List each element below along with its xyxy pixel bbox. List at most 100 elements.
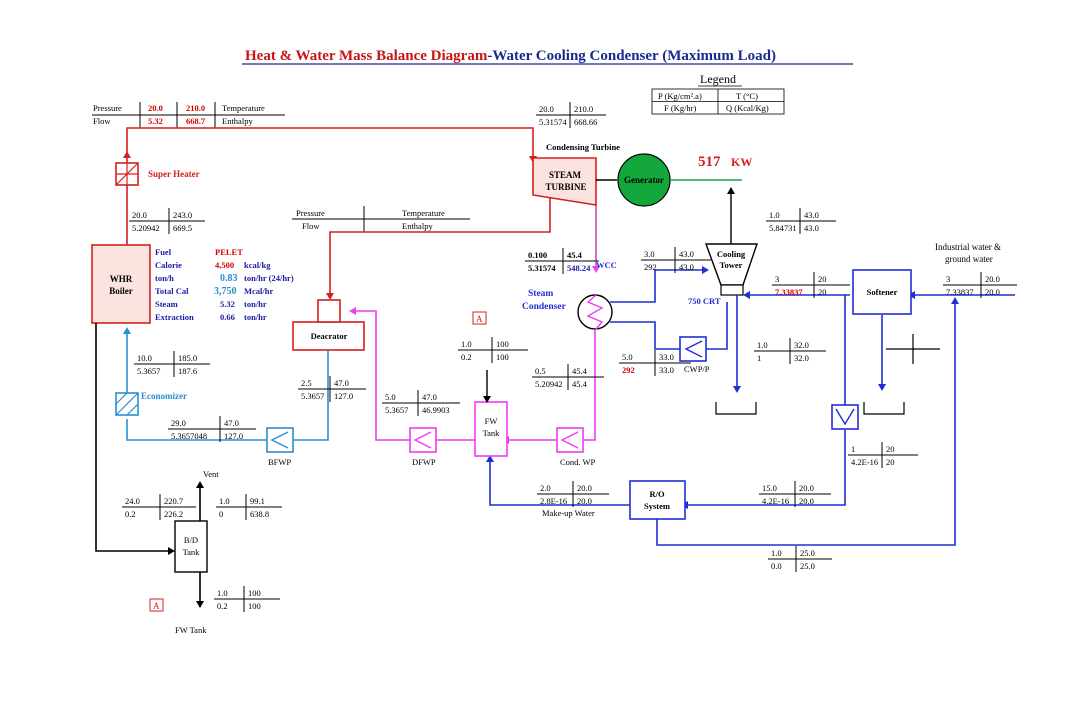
svg-text:ton/h: ton/h <box>155 273 174 283</box>
stream-fw-tank-in-q: 100 <box>496 352 509 362</box>
cooling-tower: Cooling Tower 750 CRT <box>688 187 758 306</box>
svg-text:A: A <box>153 601 160 611</box>
stream-tower-top-f: 5.84731 <box>769 223 797 233</box>
svg-text:20.0: 20.0 <box>148 103 163 113</box>
svg-text:Extraction: Extraction <box>155 312 194 322</box>
stream-bd-out-q: 100 <box>248 601 261 611</box>
svg-text:Condenser: Condenser <box>522 302 567 312</box>
stream-softener-out-t: 20 <box>886 444 895 454</box>
svg-text:ton/hr: ton/hr <box>244 299 267 309</box>
legend: Legend P (Kg/cm².a) T (°C) F (Kg/hr) Q (… <box>651 72 785 115</box>
svg-text:WCC: WCC <box>596 260 617 270</box>
stream-softener-in-t: 20 <box>818 274 827 284</box>
stream-turbine-exhaust-f: 5.31574 <box>528 263 556 273</box>
blowdown-lines: Vent <box>95 323 219 608</box>
stream-cwp-out-t: 32.0 <box>794 340 809 350</box>
legend-t: T (°C) <box>736 91 758 101</box>
stream-cwp-out-q: 32.0 <box>794 353 809 363</box>
stream-tower-top-t: 43.0 <box>804 210 819 220</box>
stream-ro-in-q: 20.0 <box>799 496 814 506</box>
stream-blowdown-in-q: 226.2 <box>164 509 183 519</box>
svg-text:Enthalpy: Enthalpy <box>402 221 433 231</box>
stream-turbine-inlet-t: 210.0 <box>574 104 593 114</box>
boiler-feed-lines <box>123 327 329 441</box>
cwp-pump: CWP/P <box>679 336 710 374</box>
stream-softener-out-f: 4.2E-16 <box>851 457 878 467</box>
stream-ro-reject-p: 1.0 <box>771 548 782 558</box>
svg-text:Cooling: Cooling <box>717 249 746 259</box>
steam-turbine: Condensing Turbine STEAM TURBINE <box>532 142 620 206</box>
industrial-water-label-1: Industrial water & <box>935 242 1001 252</box>
legend-p: P (Kg/cm².a) <box>658 91 702 101</box>
stream-softener-out-p: 1 <box>851 444 855 454</box>
stream-industrial-in-t: 20.0 <box>985 274 1000 284</box>
stream-blowdown-in-t: 220.7 <box>164 496 183 506</box>
svg-text:Cond. WP: Cond. WP <box>560 457 596 467</box>
makeup-water-label: Make-up Water <box>542 508 595 518</box>
stream-ro-reject-q: 25.0 <box>800 561 815 571</box>
svg-text:Mcal/hr: Mcal/hr <box>244 286 273 296</box>
svg-text:3,750: 3,750 <box>214 286 237 297</box>
stream-industrial-in-p: 3 <box>946 274 950 284</box>
svg-text:ton/hr: ton/hr <box>244 312 267 322</box>
svg-text:Flow: Flow <box>302 221 320 231</box>
stream-cw-return-f: 292 <box>622 365 635 375</box>
stream-makeup-t: 20.0 <box>577 483 592 493</box>
stream-bd-out-t: 100 <box>248 588 261 598</box>
stream-vent-f: 0 <box>219 509 223 519</box>
stream-turbine-exhaust-q: 548.24 <box>567 263 591 273</box>
steam-condenser: Steam Condenser WCC <box>522 260 617 330</box>
svg-text:Steam: Steam <box>528 289 553 299</box>
stream-ro-reject-t: 25.0 <box>800 548 815 558</box>
svg-text:750 CRT: 750 CRT <box>688 296 721 306</box>
svg-text:B/D: B/D <box>184 535 198 545</box>
cond-wp-pump: Cond. WP <box>556 427 596 467</box>
stream-deaerator-out-f: 5.3657 <box>301 391 324 401</box>
svg-text:4,500: 4,500 <box>215 260 234 270</box>
stream-fw-tank-in-f: 0.2 <box>461 352 472 362</box>
stream-tower-top-p: 1.0 <box>769 210 780 220</box>
svg-text:FW: FW <box>485 416 498 426</box>
deaerator: Deacrator <box>292 299 365 351</box>
svg-text:0.66: 0.66 <box>220 312 235 322</box>
stream-condensate-t: 45.4 <box>572 366 588 376</box>
stream-dfwp-out-q: 46.9903 <box>422 405 450 415</box>
condensing-turbine-label: Condensing Turbine <box>546 142 620 152</box>
industrial-water-label-2: ground water <box>945 254 993 264</box>
power-unit: KW <box>731 155 752 169</box>
stream-bfwp-out-q: 127.0 <box>224 431 243 441</box>
fw-tank: FW Tank <box>474 370 508 457</box>
stream-deaerator-out-q: 127.0 <box>334 391 353 401</box>
svg-text:CWP/P: CWP/P <box>684 364 710 374</box>
stream-cw-return-p: 5.0 <box>622 352 633 362</box>
drain-symbols <box>715 334 940 415</box>
svg-text:Fuel: Fuel <box>155 247 172 257</box>
stream-cw-to-tower-t: 43.0 <box>679 249 694 259</box>
stream-condensate-p: 0.5 <box>535 366 546 376</box>
softener: Softener <box>852 269 912 315</box>
super-heater-label: Super Heater <box>148 169 200 179</box>
stream-bd-out-f: 0.2 <box>217 601 228 611</box>
mid-header-table: Pressure Temperature Flow Enthalpy <box>292 206 470 232</box>
svg-text:Boiler: Boiler <box>109 286 133 296</box>
stream-dfwp-out-t: 47.0 <box>422 392 437 402</box>
svg-text:ton/hr (24/hr): ton/hr (24/hr) <box>244 273 294 283</box>
stream-dfwp-out-p: 5.0 <box>385 392 396 402</box>
boiler-info: Fuel PELET Calorie 4,500 kcal/kg ton/h 0… <box>155 247 294 322</box>
stream-cw-to-tower-q: 43.0 <box>679 262 694 272</box>
economizer: Economizer <box>115 391 187 416</box>
dfwp-pump: DFWP <box>409 427 437 467</box>
stream-vent-t: 99.1 <box>250 496 265 506</box>
stream-cw-return-t: 33.0 <box>659 352 674 362</box>
marker-a-2: A <box>149 598 164 612</box>
